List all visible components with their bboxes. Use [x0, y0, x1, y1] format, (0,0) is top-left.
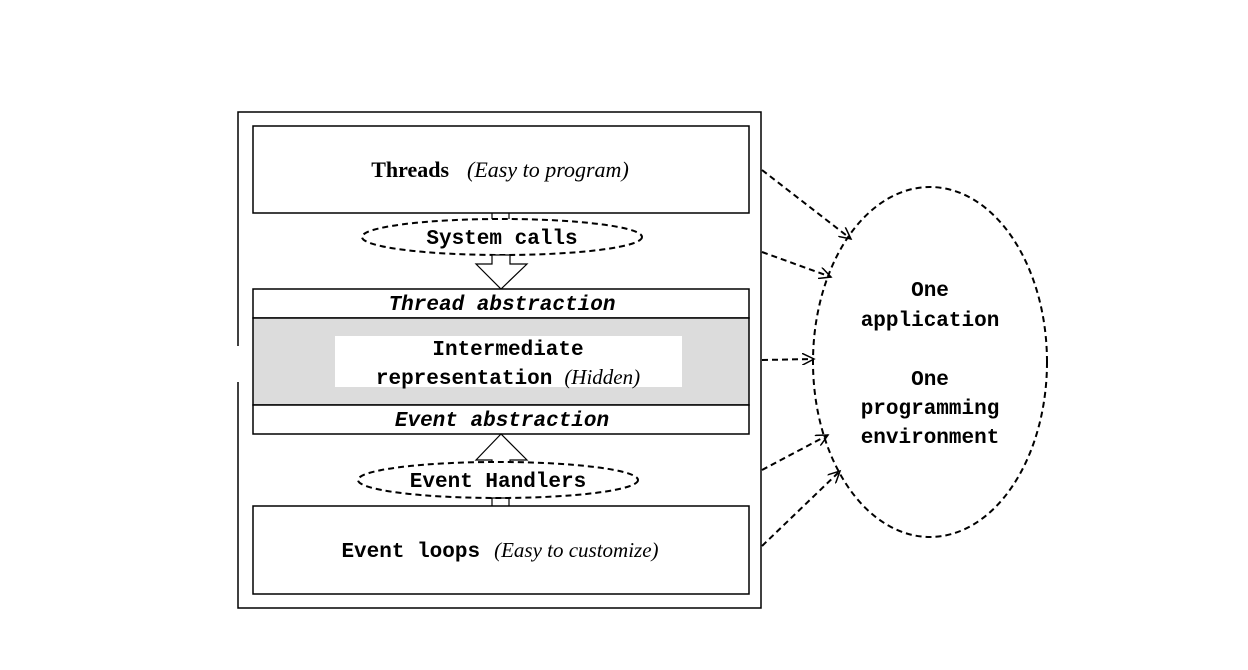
ellipse-line1: One — [911, 280, 949, 303]
threads-label: Threads(Easy to program) — [371, 157, 629, 182]
system-calls-label: System calls — [426, 228, 577, 251]
ellipse-line3: One — [911, 369, 949, 392]
event-abstraction-label: Event abstraction — [395, 410, 609, 433]
application-ellipse — [812, 186, 1048, 538]
arrow-handlers-to-app — [761, 434, 828, 471]
threads-box — [252, 125, 750, 214]
ellipse-line5: environment — [861, 427, 1000, 450]
intermediate-line1: Intermediate — [432, 339, 583, 362]
arrow-syscalls-to-app — [761, 251, 831, 277]
thread-abstraction-label: Thread abstraction — [389, 294, 616, 317]
event-handlers-label: Event Handlers — [410, 471, 586, 494]
event-loops-box — [252, 505, 750, 595]
arrow-threads-to-app — [761, 169, 851, 239]
ellipse-line2: application — [861, 310, 1000, 333]
left-edge-gap — [234, 346, 242, 382]
event-abstraction-box — [252, 404, 750, 435]
intermediate-label-box — [335, 336, 682, 387]
connector-handlers-loops — [491, 497, 510, 506]
intermediate-line2: representation(Hidden) — [376, 365, 640, 391]
down-arrow — [474, 254, 529, 290]
ellipse-line4: programming — [861, 398, 1000, 421]
arrow-loops-to-app — [761, 471, 840, 547]
arrow-intermediate-to-app — [761, 359, 814, 360]
event-loops-label: Event loops(Easy to customize) — [341, 538, 658, 564]
